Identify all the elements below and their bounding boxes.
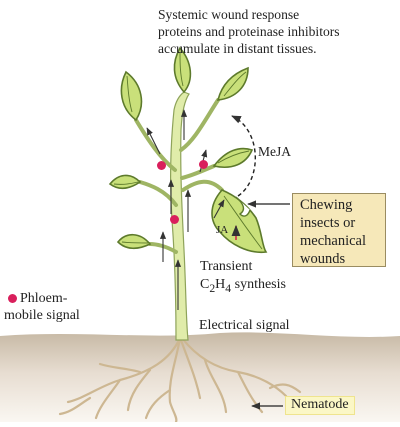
caption-line: proteins and proteinase inhibitors xyxy=(158,23,398,40)
electrical-signal-label: Electrical signal xyxy=(199,318,290,334)
callout-line: insects or xyxy=(300,214,385,232)
callout-line: wounds xyxy=(300,250,385,268)
phloem-signal-legend: Phloem- mobile signal xyxy=(4,290,80,324)
transient-line: Transient xyxy=(200,258,286,276)
legend-line: Phloem- xyxy=(20,290,80,307)
ja-label: JA xyxy=(216,224,228,236)
synthesis-word: synthesis xyxy=(231,277,286,292)
ethylene-formula-line: C2H4 synthesis xyxy=(200,276,286,298)
legend-line: mobile signal xyxy=(4,307,80,324)
systemic-response-caption: Systemic wound response proteins and pro… xyxy=(158,6,398,57)
signal-dot xyxy=(199,160,208,169)
callout-line: Chewing xyxy=(300,196,385,214)
callout-line: mechanical xyxy=(300,232,385,250)
signal-dot xyxy=(170,215,179,224)
leaf-mid-left xyxy=(110,175,140,188)
hydrogen-symbol: H xyxy=(215,277,225,292)
ethylene-synthesis-label: Transient C2H4 synthesis xyxy=(200,258,286,298)
caption-line: accumulate in distant tissues. xyxy=(158,40,398,57)
caption-line: Systemic wound response xyxy=(158,6,398,23)
leaf-top-left xyxy=(121,72,141,120)
signal-dot xyxy=(157,161,166,170)
leaf-top-right xyxy=(218,68,248,100)
meja-label: MeJA xyxy=(258,144,291,160)
nematode-label: Nematode xyxy=(285,396,355,415)
leaf-lower-left xyxy=(118,235,150,249)
carbon-symbol: C xyxy=(200,277,209,292)
chewing-insects-callout: Chewing insects or mechanical wounds xyxy=(292,193,386,267)
